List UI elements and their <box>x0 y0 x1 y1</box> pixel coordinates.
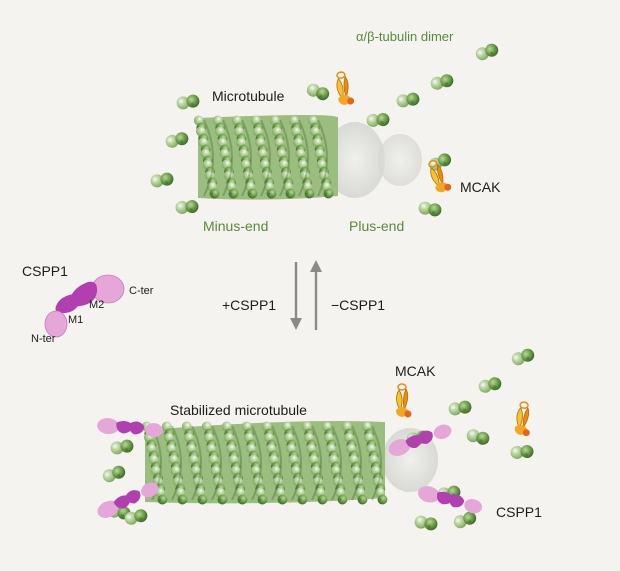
tubulin-dimer <box>477 375 503 395</box>
cspp1-legend-label: CSPP1 <box>22 263 68 279</box>
tubulin-dimer <box>509 346 537 368</box>
microtubule-label: Microtubule <box>212 88 285 104</box>
protofilament-stripe <box>279 119 290 197</box>
mcak-label-bottom: MCAK <box>395 363 436 379</box>
tubulin-dimer <box>164 130 190 150</box>
plus-end-label: Plus-end <box>349 218 405 234</box>
tubulin-dimer <box>429 72 455 92</box>
tubulin-dimer <box>473 41 501 63</box>
protofilament-stripe <box>260 119 271 197</box>
microtubule-bottom <box>140 420 438 506</box>
protofilament-stripe <box>298 119 309 197</box>
tubulin-dimer <box>417 200 443 218</box>
mcak-label-top: MCAK <box>460 179 501 195</box>
protofilament-stripe <box>231 425 242 501</box>
tubulin-dimer-label: α/β-tubulin dimer <box>356 29 454 44</box>
mcak-bottom-2 <box>513 400 535 438</box>
tubulin-dimer <box>100 463 128 485</box>
tubulin-dimer <box>465 427 491 447</box>
tubulin-dimer <box>413 514 439 532</box>
cspp1-legend-molecule <box>44 274 125 338</box>
minus-end-label: Minus-end <box>203 218 269 234</box>
tubulin-dimer <box>447 399 473 417</box>
protofilament-stripe <box>251 425 262 501</box>
mcak-top-1 <box>333 70 356 107</box>
microtubule-top <box>192 114 422 200</box>
protofilament-stripe <box>191 425 202 501</box>
c-ter-label: C-ter <box>129 285 154 297</box>
protofilament-stripe <box>331 425 342 501</box>
m2-label: M2 <box>89 299 105 311</box>
cspp1-bound-molecules <box>97 418 483 518</box>
cspp1-molecule <box>97 418 163 438</box>
protofilament-stripe <box>271 425 282 501</box>
plus-cspp1-label: +CSPP1 <box>222 297 277 313</box>
tubulin-dimer <box>149 171 175 189</box>
protofilament-stripe <box>311 425 322 501</box>
protofilament-stripe <box>171 425 182 501</box>
protofilament-stripe <box>222 119 233 197</box>
cspp1-molecule <box>417 486 483 514</box>
tubulin-dimer <box>395 91 421 109</box>
protofilament-stripe <box>241 119 252 197</box>
equilibrium-arrows <box>290 260 322 330</box>
protofilament-stripe <box>351 425 362 501</box>
mcak-bottom-1 <box>395 383 413 419</box>
tubulin-dimer <box>175 93 201 111</box>
protofilament-stripe <box>371 425 382 501</box>
protofilament-stripe <box>211 425 222 501</box>
protofilament-stripe <box>291 425 302 501</box>
stabilized-microtubule-label: Stabilized microtubule <box>170 402 307 418</box>
tubulin-dimer <box>509 444 535 460</box>
m1-label: M1 <box>68 314 84 326</box>
cspp1-label-bottom: CSPP1 <box>496 504 542 520</box>
cspp1-molecule <box>388 424 452 456</box>
tubulin-dimer <box>109 438 135 456</box>
tubulin-dimer <box>304 81 332 103</box>
protofilament-stripe <box>203 119 214 197</box>
protofilament-stripe <box>317 119 328 197</box>
n-ter-label: N-ter <box>31 333 56 345</box>
tubulin-dimer <box>365 112 391 128</box>
cspp1-molecule <box>97 482 159 518</box>
tubulin-dimer <box>174 199 200 215</box>
minus-cspp1-label: −CSPP1 <box>331 297 386 313</box>
